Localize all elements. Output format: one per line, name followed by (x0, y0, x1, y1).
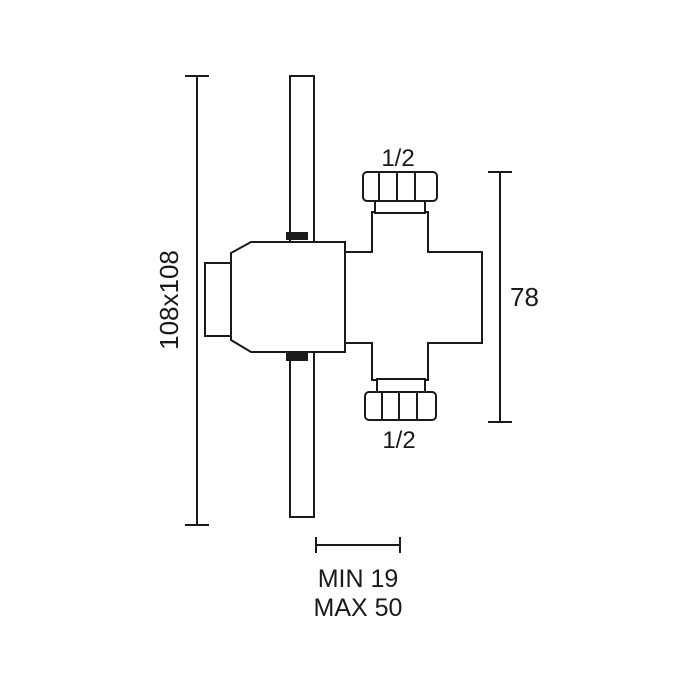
height-dimension-label: 108x108 (154, 250, 184, 350)
front-housing (230, 241, 346, 353)
front-trim-ring (204, 262, 232, 337)
wall-thickness-max-label: MAX 50 (314, 594, 403, 622)
wall-thickness-dimension-line (315, 537, 401, 553)
bottom-connection-nut (364, 378, 437, 421)
upper-gasket (286, 232, 308, 240)
bottom-connection-label: 1/2 (382, 427, 415, 454)
lower-gasket (286, 353, 308, 361)
valve-rear-body (344, 211, 483, 381)
top-connection-label: 1/2 (381, 145, 414, 172)
wall-thickness-min-label: MIN 19 (318, 565, 399, 593)
valve-front-body (204, 241, 346, 353)
body-dimension-line (488, 171, 512, 423)
body-dimension-label: 78 (510, 282, 539, 312)
top-connection-nut (362, 171, 438, 214)
height-dimension-line (185, 75, 209, 526)
